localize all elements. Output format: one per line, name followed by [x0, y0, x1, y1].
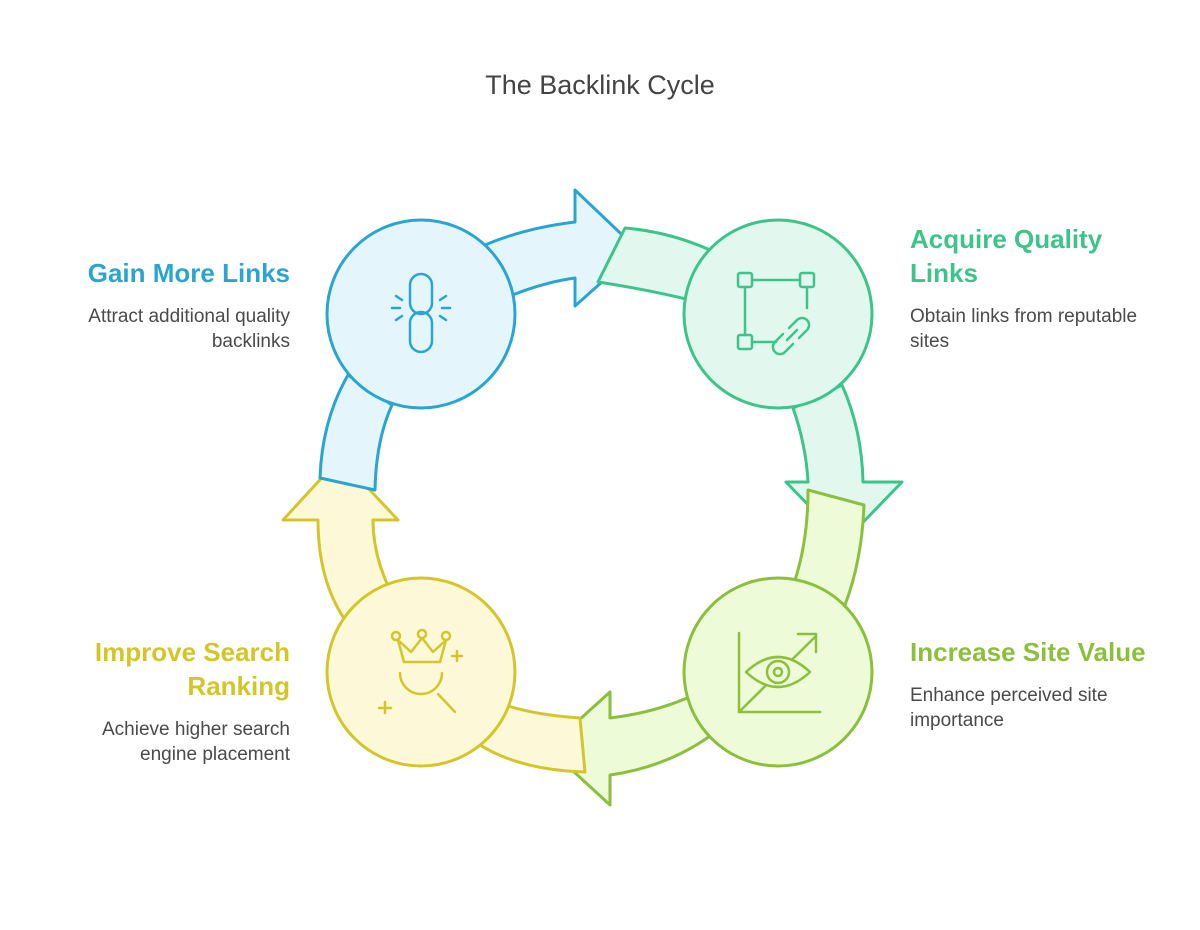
step-heading: Acquire Quality Links: [910, 224, 1103, 288]
step-increase-site-value: Increase Site Value Enhance perceived si…: [910, 635, 1180, 733]
arrow-ranking-to-gain: [281, 456, 400, 622]
step-description: Achieve higher search engine placement: [102, 719, 290, 765]
step-description: Attract additional quality backlinks: [88, 306, 290, 352]
arrow-value-to-ranking: [546, 690, 732, 807]
link-network-icon: [736, 271, 816, 356]
crown-search-icon: [377, 628, 464, 715]
eye-growth-chart-icon: [737, 631, 822, 714]
step-heading: Improve Search Ranking: [94, 637, 290, 701]
step-acquire-quality-links: Acquire Quality Links Obtain links from …: [910, 222, 1160, 354]
diagram-title: The Backlink Cycle: [485, 70, 715, 100]
step-description: Enhance perceived site importance: [910, 685, 1108, 731]
node-increase-site-value: [682, 576, 874, 768]
step-improve-search-ranking: Improve Search Ranking Achieve higher se…: [40, 635, 290, 767]
step-heading: Increase Site Value: [910, 637, 1146, 667]
node-acquire-quality-links: [682, 218, 874, 410]
step-description: Obtain links from reputable sites: [910, 306, 1138, 352]
node-gain-more-links: [325, 218, 517, 410]
node-improve-search-ranking: [325, 576, 517, 768]
step-heading: Gain More Links: [87, 258, 290, 288]
broken-link-icon: [390, 272, 452, 354]
step-gain-more-links: Gain More Links Attract additional quali…: [40, 256, 290, 354]
